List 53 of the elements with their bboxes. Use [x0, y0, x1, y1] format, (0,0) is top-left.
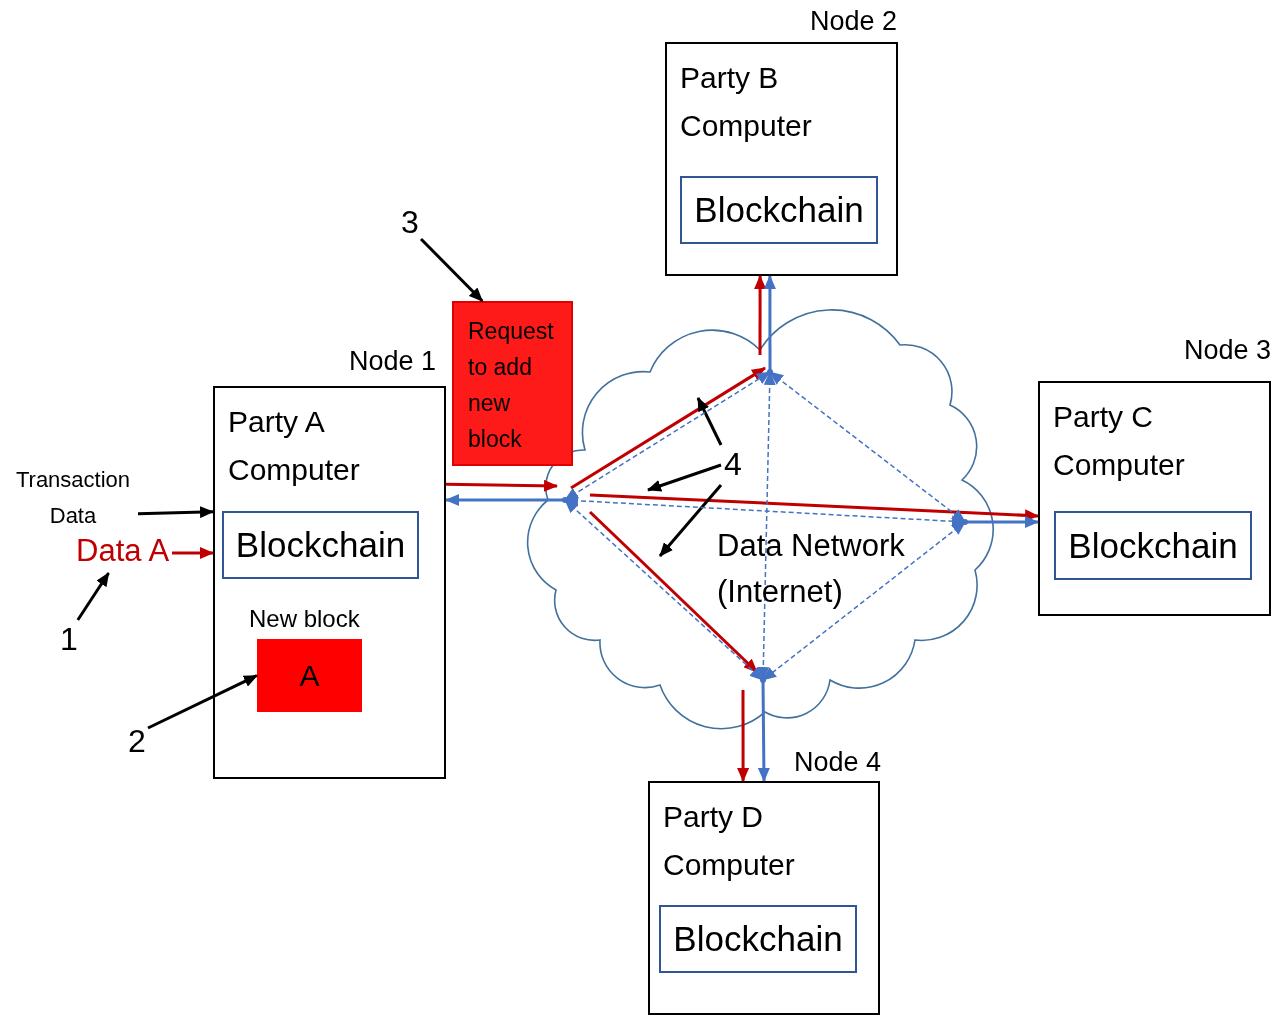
dashed-link — [769, 371, 966, 523]
callout-number: 2 — [126, 722, 148, 762]
junction-point — [962, 519, 968, 525]
dashed-link — [564, 499, 764, 681]
arrow — [445, 479, 558, 492]
callout-number: 1 — [58, 620, 80, 660]
blockchain-label: Blockchain — [673, 919, 843, 959]
node-label: Node 3 — [1184, 335, 1272, 366]
computer-label: Party B Computer — [680, 60, 813, 144]
blockchain-box — [222, 511, 419, 579]
arrow — [570, 366, 766, 490]
blockchain-label: Blockchain — [694, 190, 864, 230]
arrow — [754, 275, 767, 355]
callout-number: 3 — [399, 203, 421, 243]
blockchain-label: Blockchain — [235, 525, 406, 565]
arrow — [763, 275, 776, 372]
blockchain-box — [1054, 511, 1252, 580]
callout-number: 4 — [721, 445, 745, 485]
block-letter: A — [299, 658, 320, 693]
new-block-heading: New block — [249, 605, 360, 633]
junction-point — [562, 497, 568, 503]
arrow — [76, 572, 110, 621]
pointer-arrow — [658, 484, 723, 557]
request-box — [452, 301, 573, 466]
pointer-arrow — [696, 397, 723, 446]
network-label: Data Network (Internet) — [717, 527, 906, 611]
node-label: Node 1 — [349, 346, 437, 377]
junction-point — [767, 369, 773, 375]
arrow — [737, 690, 750, 782]
arrow — [147, 674, 258, 730]
arrow — [172, 547, 214, 559]
computer-label: Party A Computer — [228, 404, 361, 488]
blockchain-box — [659, 905, 857, 973]
blockchain-label: Blockchain — [1068, 525, 1238, 566]
node-label: Node 2 — [810, 6, 898, 37]
node-label: Node 4 — [794, 747, 882, 778]
data-label: Data A — [76, 533, 172, 573]
arrow — [589, 493, 1039, 522]
dashed-link — [564, 371, 771, 501]
arrow — [757, 680, 770, 782]
arrow — [588, 510, 759, 674]
arrow — [965, 516, 1039, 528]
arrow — [445, 494, 565, 506]
arrow — [419, 237, 484, 303]
computer-label: Party D Computer — [663, 799, 796, 883]
annotation-text: Transaction Data — [8, 462, 138, 534]
blockchain-box — [680, 176, 878, 244]
request-text: Request to add new block — [468, 317, 555, 454]
pointer-arrow — [647, 463, 722, 492]
junction-point — [760, 677, 766, 683]
dashed-link — [762, 521, 966, 681]
arrow — [137, 506, 214, 519]
computer-label: Party C Computer — [1053, 399, 1186, 483]
